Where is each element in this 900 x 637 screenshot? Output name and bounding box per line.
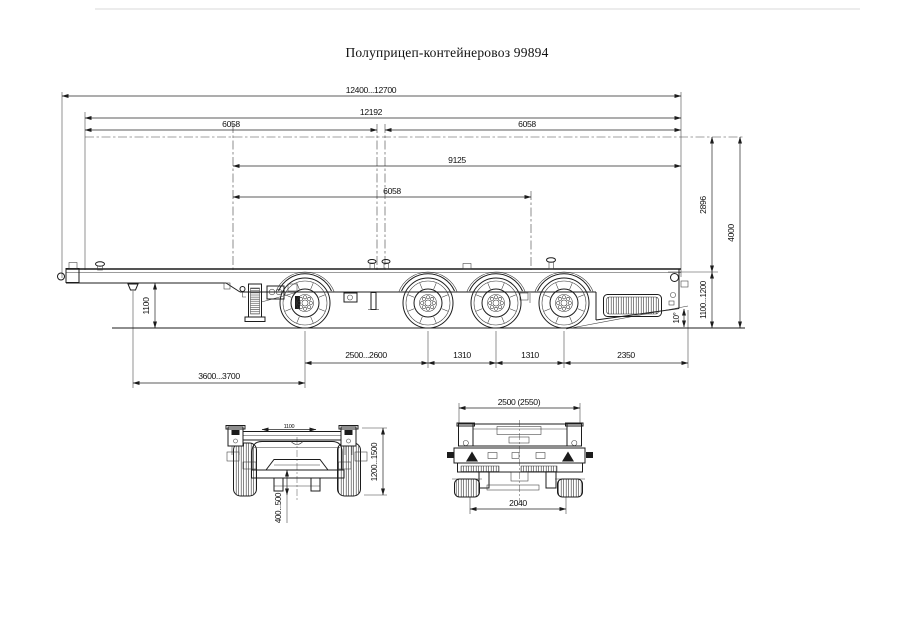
wheel-3 bbox=[470, 277, 522, 329]
dim-container-20ft-mid: 6058 bbox=[383, 186, 401, 196]
dim-container-20ft-front: 6058 bbox=[222, 119, 240, 129]
front-coupling bbox=[57, 261, 105, 283]
dim-axle-1-2: 2500...2600 bbox=[345, 350, 387, 360]
marker-light-right bbox=[586, 452, 593, 458]
dim-overall-length: 12400...12700 bbox=[346, 85, 397, 95]
dim-overall-height: 4000 bbox=[726, 224, 736, 242]
dim-front-height: 1200...1500 bbox=[370, 442, 379, 481]
landing-gear bbox=[239, 283, 297, 322]
dim-tunnel-width: 1100 bbox=[284, 424, 295, 430]
extension-lines bbox=[61, 92, 718, 388]
front-view-structure bbox=[225, 425, 368, 492]
dim-departure-angle: 10° bbox=[672, 312, 681, 323]
dim-coupling-height: 1100 bbox=[141, 297, 151, 315]
wheel-4 bbox=[538, 277, 590, 329]
page-title: Полуприцеп-контейнеровоз 99894 bbox=[345, 45, 548, 60]
toolbox bbox=[603, 294, 662, 317]
dim-container-30ft: 9125 bbox=[448, 155, 466, 165]
front-view: 1100 1200...1500 400...500 bbox=[225, 424, 387, 523]
dimensions-bottom: 2500...2600 1310 1310 2350 3600...3700 bbox=[132, 350, 689, 386]
dim-axle-2-3: 1310 bbox=[453, 350, 471, 360]
marker-light-left bbox=[447, 452, 454, 458]
rear-fittings bbox=[668, 273, 689, 306]
dim-rear-overhang: 2350 bbox=[617, 350, 635, 360]
rear-view: 2500 (2550) 2040 bbox=[447, 397, 593, 514]
dimension-coupling-height: 1100 bbox=[141, 282, 158, 329]
dim-container-40ft: 12192 bbox=[360, 107, 383, 117]
departure-angle-line bbox=[565, 305, 689, 330]
dim-kingpin-axle: 3600...3700 bbox=[198, 371, 240, 381]
rear-view-dimensions: 2500 (2550) 2040 bbox=[458, 397, 581, 514]
deck-fittings bbox=[367, 257, 556, 270]
trailer-side-drawing bbox=[57, 257, 745, 330]
wheel-2 bbox=[402, 277, 454, 329]
dim-axle-3-4: 1310 bbox=[521, 350, 539, 360]
dim-gooseneck-height: 400...500 bbox=[274, 492, 283, 523]
side-view: 12400...12700 12192 6058 6058 9125 6058 … bbox=[57, 85, 745, 388]
dim-overall-width: 2500 (2550) bbox=[498, 397, 541, 407]
reflector-triangle-right bbox=[562, 451, 574, 462]
dim-container-height: 2896 bbox=[698, 196, 708, 214]
dim-frame-height: 1100...1200 bbox=[699, 280, 708, 319]
wheel-1 bbox=[279, 277, 331, 329]
rear-wheel-right bbox=[557, 478, 583, 498]
dimensions-top: 12400...12700 12192 6058 6058 9125 6058 bbox=[61, 85, 682, 200]
dim-container-20ft-rear: 6058 bbox=[518, 119, 536, 129]
front-view-dimensions: 1100 1200...1500 400...500 bbox=[261, 424, 387, 523]
dimensions-right: 2896 4000 1100...1200 10° bbox=[672, 136, 743, 329]
reflector-triangle-left bbox=[466, 451, 478, 462]
dim-track-width: 2040 bbox=[509, 498, 527, 508]
kingpin bbox=[127, 283, 139, 291]
rear-view-structure bbox=[447, 422, 593, 498]
rear-wheel-left bbox=[454, 478, 480, 498]
